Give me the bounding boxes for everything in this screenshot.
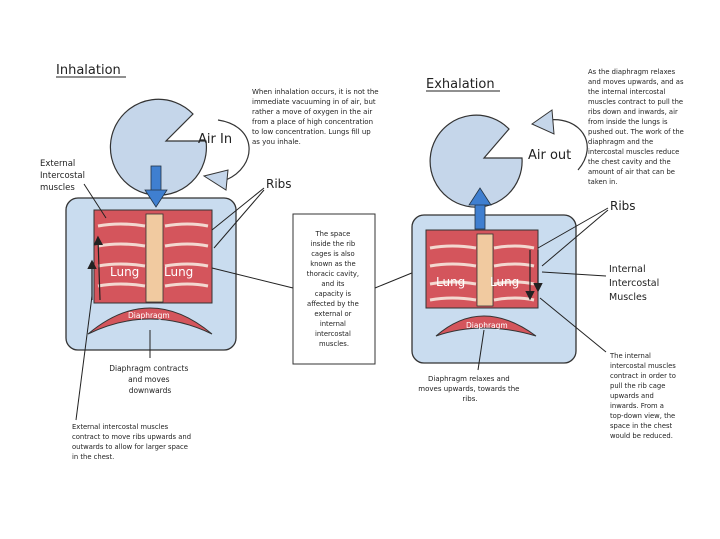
center-note-text: The space inside the rib cages is also k… bbox=[307, 230, 361, 348]
exhalation-diaphragm bbox=[435, 315, 537, 337]
inhalation-muscles-note: External intercostal muscles contract to… bbox=[72, 423, 193, 461]
inhalation-muscles-note-pointer bbox=[75, 295, 93, 421]
exhalation-diaphragm-note: Diaphragm relaxes and moves upwards, tow… bbox=[418, 375, 521, 403]
center-note-box bbox=[292, 213, 376, 365]
inhalation-rib-arrow-mid bbox=[93, 235, 104, 301]
exhalation-title: Exhalation bbox=[426, 77, 495, 92]
exhalation-lung-right: Lung bbox=[490, 275, 519, 289]
exhalation-ribs-label: Ribs bbox=[610, 199, 636, 213]
inhalation-air-label: Air In bbox=[198, 132, 232, 147]
exhalation-sternum bbox=[476, 233, 494, 307]
inhalation-air-shaft bbox=[150, 165, 162, 193]
inhalation-lung-right: Lung bbox=[164, 265, 193, 279]
exhalation-air-label: Air out bbox=[528, 148, 571, 163]
exhalation-internal-muscles-label: Internal Intercostal Muscles bbox=[609, 264, 662, 303]
inhalation-curved-arrow bbox=[217, 119, 250, 181]
inhalation-head bbox=[109, 98, 208, 196]
inhalation-diaphragm bbox=[87, 307, 213, 335]
exhalation-ribs-pointer-2 bbox=[541, 209, 609, 267]
inhalation-air-arrow-icon bbox=[144, 189, 168, 208]
exhalation-ribs-pointer-1 bbox=[537, 207, 609, 249]
exhalation-air-arrow-icon bbox=[468, 187, 492, 206]
exhalation-lung-left: Lung bbox=[436, 275, 465, 289]
exhalation-curved-arrow-head bbox=[530, 109, 555, 135]
inhalation-ribs-label: Ribs bbox=[266, 177, 292, 191]
exhalation-air-shaft bbox=[474, 202, 486, 230]
thoracic-cavity-note: The space inside the rib cages is also k… bbox=[211, 213, 425, 365]
inhalation-title: Inhalation bbox=[56, 63, 121, 78]
exhalation-muscles-note-pointer bbox=[539, 297, 607, 353]
exhalation-muscles-pointer bbox=[541, 271, 607, 277]
inhalation-sternum bbox=[145, 213, 164, 303]
inhalation-ribs-pointer-1 bbox=[211, 187, 265, 231]
inhalation-muscles-pointer bbox=[83, 183, 107, 219]
inhalation-panel: Inhalation Air In Lung Lung Diaphragm bbox=[40, 63, 381, 461]
exhalation-description: As the diaphragm relaxes and moves upwar… bbox=[588, 68, 686, 186]
exhalation-muscles-note: The internal intercostal muscles contrac… bbox=[609, 352, 678, 440]
exhalation-diaphragm-pointer bbox=[477, 329, 485, 371]
exhalation-head bbox=[429, 114, 523, 208]
inhalation-lung-left: Lung bbox=[110, 265, 139, 279]
exhalation-diaphragm-label: Diaphragm bbox=[466, 321, 508, 330]
inhalation-diaphragm-note: Diaphragm contracts and moves downwards bbox=[109, 364, 191, 395]
inhalation-ribs-pointer-2 bbox=[213, 189, 265, 249]
inhalation-diaphragm-label: Diaphragm bbox=[128, 311, 170, 320]
inhalation-description: When inhalation occurs, it is not the im… bbox=[252, 88, 381, 146]
inhalation-curved-arrow-head bbox=[202, 169, 229, 191]
inhalation-external-muscles-label: External Intercostal muscles bbox=[40, 159, 88, 193]
inhalation-ribs bbox=[97, 222, 209, 288]
center-pointer-left bbox=[211, 267, 294, 289]
exhalation-curved-arrow bbox=[547, 119, 588, 171]
exhalation-panel: Exhalation Air out Lung Lung Diaphragm bbox=[411, 68, 686, 440]
